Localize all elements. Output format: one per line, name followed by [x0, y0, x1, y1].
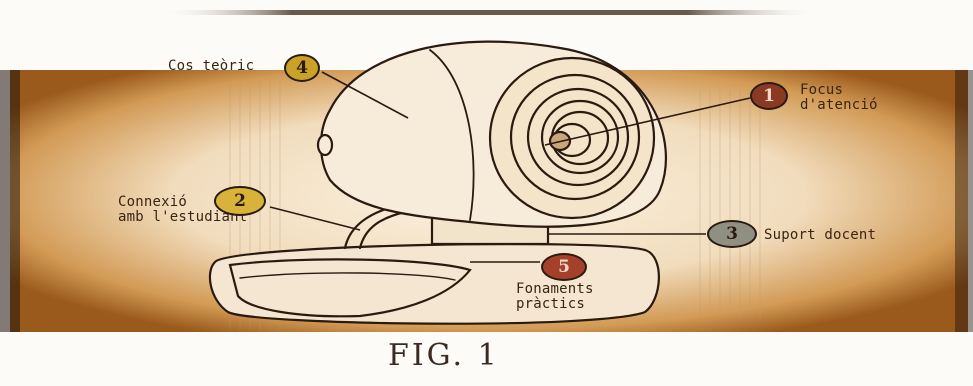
callout-4-badge: 4: [284, 54, 320, 82]
callout-1-label: Focus d'atenció: [800, 83, 878, 113]
right-edge-shadow: [955, 70, 973, 332]
callout-5-label: Fonaments pràctics: [516, 282, 594, 312]
callout-2-badge: 2: [214, 186, 266, 216]
callout-4-label: Cos teòric: [168, 59, 254, 74]
left-edge-shadow: [0, 70, 20, 332]
figure-caption: FIG. 1: [388, 338, 500, 373]
callout-3-badge: 3: [707, 220, 757, 248]
callout-1-badge: 1: [750, 82, 788, 110]
top-shadow-bar: [160, 10, 820, 15]
callout-3-label: Suport docent: [764, 228, 876, 243]
callout-5-badge: 5: [541, 253, 587, 281]
